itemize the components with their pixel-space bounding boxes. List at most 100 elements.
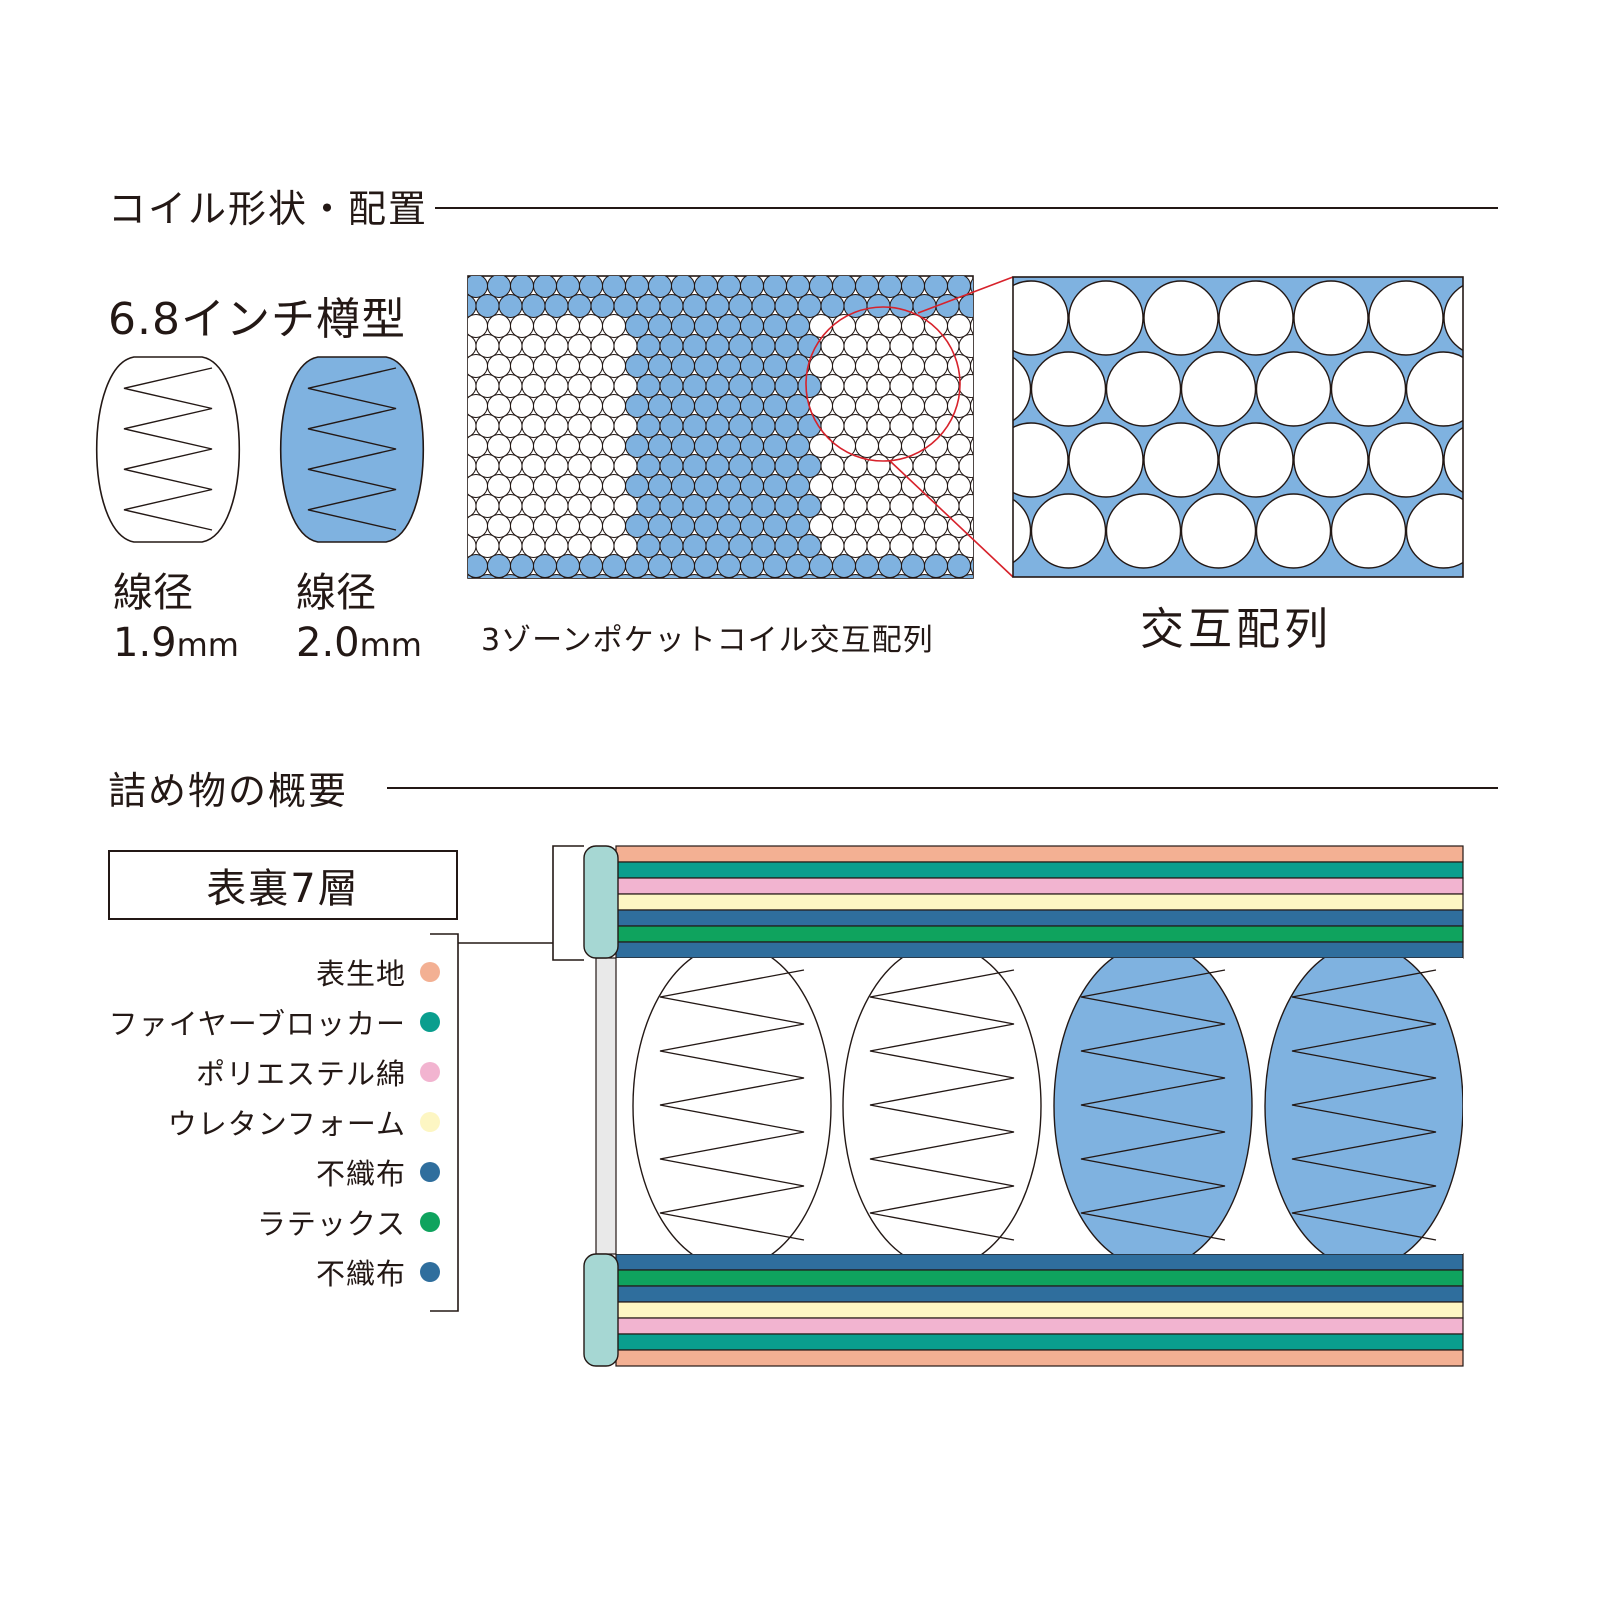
- legend-item: 表生地: [60, 952, 440, 992]
- grid-coil: [958, 494, 973, 518]
- legend-label: ウレタンフォーム: [167, 1107, 406, 1141]
- legend-bracket: [430, 933, 459, 1312]
- detail-coil: [1443, 426, 1463, 494]
- legend-dot: [420, 1262, 440, 1282]
- top-edge-cap: [583, 845, 619, 959]
- bottom-layer-band: [615, 1333, 1464, 1351]
- detail-coil: [1405, 493, 1463, 569]
- detail-coil: [1255, 493, 1332, 569]
- detail-coil: [1105, 351, 1182, 427]
- side-rail: [595, 957, 617, 1255]
- detail-coil: [1013, 498, 1032, 564]
- detail-coil: [1013, 280, 1069, 356]
- detail-coil: [1068, 422, 1144, 498]
- detail-coil: [1443, 284, 1463, 352]
- detail-coil: [1368, 422, 1444, 498]
- bottom-layer-band: [615, 1301, 1464, 1319]
- mattress-coil-body: [632, 958, 832, 1254]
- legend-label: ポリエステル綿: [195, 1057, 406, 1091]
- detail-coil: [1030, 493, 1107, 569]
- grid-coil: [970, 278, 973, 294]
- bottom-layer-band: [615, 1285, 1464, 1303]
- grid-coil: [662, 574, 681, 578]
- coil-label-thick: 線径 2.0mm: [296, 568, 422, 670]
- legend-item: ウレタンフォーム: [60, 1102, 440, 1142]
- legend-dot: [420, 1212, 440, 1232]
- top-layer-band: [615, 861, 1464, 879]
- legend-dot: [420, 1062, 440, 1082]
- legend-label: 不織布: [315, 1257, 406, 1291]
- coil-label-thin: 線径 1.9mm: [113, 568, 239, 670]
- legend-label: 表生地: [315, 957, 406, 991]
- top-layer-band: [615, 909, 1464, 927]
- grid-coil: [478, 574, 497, 578]
- grid-coil: [501, 574, 520, 578]
- detail-coil: [1218, 280, 1294, 356]
- layer-count-box: 表裏7層: [108, 850, 458, 920]
- detail-coil: [1218, 422, 1294, 498]
- grid-coil: [547, 574, 566, 578]
- mattress-coil-body: [842, 958, 1042, 1254]
- detail-coil: [1368, 280, 1444, 356]
- grid-coil: [846, 574, 865, 578]
- mattress-coils: [632, 958, 1463, 1254]
- detail-coil: [1143, 280, 1219, 356]
- detail-frame: [1012, 276, 1464, 578]
- grid-coil: [958, 374, 973, 398]
- top-layer-band: [615, 877, 1464, 895]
- coil-icon-thick: [280, 356, 424, 543]
- detail-coil: [1013, 422, 1069, 498]
- coil-spring-wire: [123, 367, 213, 531]
- grid-coil: [970, 318, 973, 334]
- section-rule-coil: [435, 207, 1498, 209]
- top-layer-band: [615, 845, 1464, 863]
- legend-item: ファイヤーブロッカー: [60, 1002, 440, 1042]
- legend-label: ラテックス: [256, 1207, 406, 1241]
- grid-coil: [685, 574, 704, 578]
- zoom-line-top: [917, 276, 1014, 314]
- coil-type-heading: 6.8インチ樽型: [108, 294, 406, 345]
- detail-caption: 交互配列: [1140, 604, 1332, 655]
- legend-dot: [420, 1112, 440, 1132]
- zone-caption: 3ゾーンポケットコイル交互配列: [481, 623, 934, 658]
- top-layer-band: [615, 941, 1464, 959]
- legend-dot: [420, 1162, 440, 1182]
- detail-coil: [1255, 351, 1332, 427]
- layer-legend: 表生地 ファイヤーブロッカー ポリエステル綿 ウレタンフォーム 不織布 ラテック…: [60, 952, 440, 1292]
- detail-coil: [1180, 351, 1257, 427]
- detail-coil: [1405, 351, 1463, 427]
- grid-coil: [970, 518, 973, 534]
- detail-coil: [1068, 280, 1144, 356]
- grid-coil: [970, 438, 973, 454]
- bottom-layer-band: [615, 1253, 1464, 1271]
- detail-coil: [1030, 351, 1107, 427]
- detail-coil: [1105, 493, 1182, 569]
- grid-coil: [593, 574, 612, 578]
- grid-coil: [708, 574, 727, 578]
- grid-coil: [468, 574, 474, 578]
- legend-label: 不織布: [315, 1157, 406, 1191]
- legend-item: ポリエステル綿: [60, 1052, 440, 1092]
- mattress-coil-wire: [1291, 969, 1437, 1241]
- top-layer-band: [615, 925, 1464, 943]
- bottom-layer-band: [615, 1269, 1464, 1287]
- grid-coil: [800, 574, 819, 578]
- grid-coil: [958, 414, 973, 438]
- bottom-layer-band: [615, 1349, 1464, 1367]
- grid-coil: [970, 358, 973, 374]
- coil-icon-thin: [96, 356, 240, 543]
- bottom-edge-cap: [583, 1253, 619, 1367]
- legend-item: 不織布: [60, 1252, 440, 1292]
- section-title-coil: コイル形状・配置: [108, 187, 429, 231]
- detail-coil: [1013, 356, 1032, 422]
- grid-coil: [777, 574, 796, 578]
- coil-body: [96, 356, 240, 543]
- legend-dot: [420, 1012, 440, 1032]
- detail-coil: [1143, 422, 1219, 498]
- grid-coil: [958, 534, 973, 558]
- grid-coil: [731, 574, 750, 578]
- grid-coil: [570, 574, 589, 578]
- coil-label-thick-name: 線径: [296, 570, 376, 616]
